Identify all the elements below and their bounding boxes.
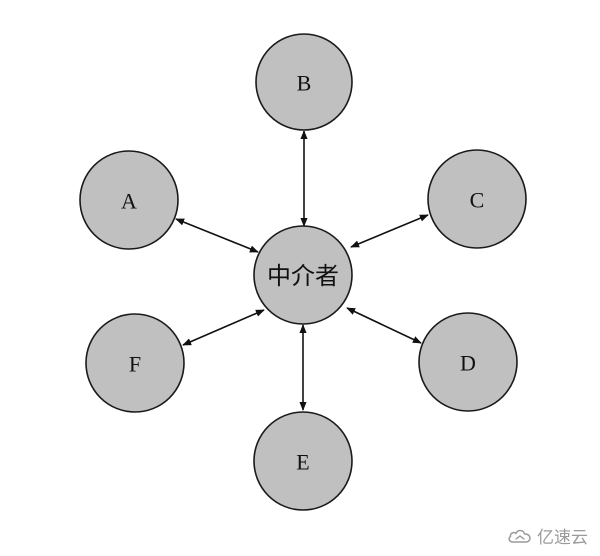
- node-e: E: [253, 411, 353, 511]
- node-f: F: [85, 313, 185, 413]
- node-b-label: B: [297, 71, 312, 96]
- node-a-circle: [79, 150, 179, 250]
- edge-center-d: [346, 307, 422, 344]
- node-e-circle: [253, 411, 353, 511]
- node-d-label: D: [460, 351, 476, 376]
- node-c: C: [427, 149, 527, 249]
- node-d: D: [418, 312, 518, 412]
- cloud-icon: [507, 527, 533, 545]
- node-b-circle: [255, 33, 353, 131]
- node-f-label: F: [129, 352, 141, 377]
- node-d-circle: [418, 312, 518, 412]
- edge-center-a: [175, 218, 259, 253]
- edge-center-c: [350, 214, 429, 248]
- node-b: B: [255, 33, 353, 131]
- watermark: 亿速云: [507, 523, 588, 548]
- node-c-label: C: [470, 188, 485, 213]
- node-f-circle: [85, 313, 185, 413]
- mediator-label: 中介者: [267, 262, 339, 290]
- node-a: A: [79, 150, 179, 250]
- node-e-label: E: [296, 450, 309, 475]
- watermark-text: 亿速云: [537, 528, 588, 548]
- edge-center-f: [182, 309, 265, 346]
- node-a-label: A: [121, 189, 137, 214]
- mediator-circle: [253, 225, 353, 325]
- node-mediator: 中介者: [253, 225, 353, 325]
- node-c-circle: [427, 149, 527, 249]
- edges: [175, 130, 429, 411]
